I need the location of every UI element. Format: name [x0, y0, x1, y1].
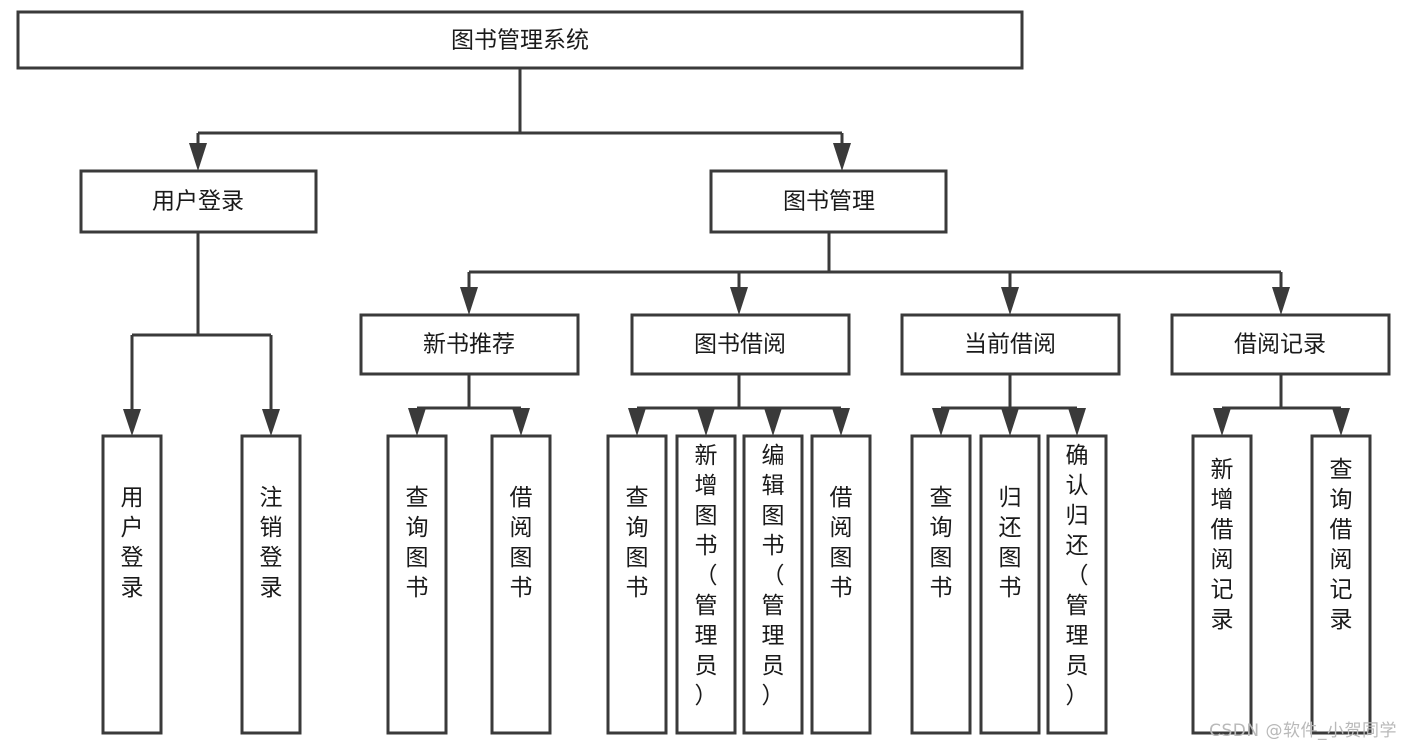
arrow-head-icon: [1068, 408, 1086, 436]
arrow-head-icon: [1332, 408, 1350, 436]
node-leaf-add-record-label: 新增借阅记录: [1211, 457, 1234, 633]
node-leaf-add-book[interactable]: 新增图书（管理员）: [675, 434, 737, 735]
node-current-borrow-label: 当前借阅: [964, 332, 1056, 358]
node-new-book-rec[interactable]: 新书推荐: [359, 313, 580, 376]
node-leaf-edit-book[interactable]: 编辑图书（管理员）: [742, 434, 804, 735]
watermark: CSDN @软件_小贺同学: [1209, 721, 1397, 741]
node-book-borrow[interactable]: 图书借阅: [630, 313, 851, 376]
node-leaf-borrow-book-2-box[interactable]: [810, 434, 872, 735]
node-current-borrow[interactable]: 当前借阅: [900, 313, 1121, 376]
node-leaf-borrow-book-1-label: 借阅图书: [510, 485, 533, 601]
arrow-head-icon: [932, 408, 950, 436]
node-leaf-user-logout[interactable]: 注销登录: [240, 434, 302, 735]
node-borrow-record-box[interactable]: [1170, 313, 1391, 376]
node-leaf-query-book-2[interactable]: 查询图书: [606, 434, 668, 735]
node-leaf-add-record-box[interactable]: [1191, 434, 1253, 735]
node-leaf-borrow-book-2[interactable]: 借阅图书: [810, 434, 872, 735]
node-root-box[interactable]: [16, 10, 1024, 70]
node-leaf-query-record[interactable]: 查询借阅记录: [1310, 434, 1372, 735]
node-leaf-return-book-label: 归还图书: [999, 485, 1022, 601]
node-leaf-query-book-1-label: 查询图书: [406, 485, 429, 601]
node-leaf-user-logout-box[interactable]: [240, 434, 302, 735]
node-leaf-add-book-label: 新增图书（管理员）: [695, 443, 718, 709]
arrow-head-icon: [697, 408, 715, 436]
node-current-borrow-box[interactable]: [900, 313, 1121, 376]
node-leaf-confirm-return-label: 确认归还（管理员）: [1066, 443, 1089, 709]
node-root-label: 图书管理系统: [451, 28, 589, 54]
node-book-manage[interactable]: 图书管理: [709, 169, 948, 234]
node-leaf-confirm-return-box[interactable]: [1046, 434, 1108, 735]
arrow-head-icon: [262, 409, 280, 436]
node-leaf-query-book-1-box[interactable]: [386, 434, 448, 735]
arrow-head-icon: [764, 408, 782, 436]
node-user-login[interactable]: 用户登录: [79, 169, 318, 234]
node-leaf-edit-book-label: 编辑图书（管理员）: [762, 443, 785, 709]
arrow-head-icon: [460, 287, 478, 315]
node-user-login-box[interactable]: [79, 169, 318, 234]
node-leaf-query-book-2-label: 查询图书: [626, 485, 649, 601]
node-leaf-user-login-label: 用户登录: [121, 485, 144, 601]
node-leaf-user-login[interactable]: 用户登录: [101, 434, 163, 735]
arrow-head-icon: [833, 143, 851, 171]
node-leaf-borrow-book-2-label: 借阅图书: [830, 485, 853, 601]
node-leaf-borrow-book-1[interactable]: 借阅图书: [490, 434, 552, 735]
node-book-manage-box[interactable]: [709, 169, 948, 234]
node-new-book-rec-box[interactable]: [359, 313, 580, 376]
node-leaf-return-book-box[interactable]: [979, 434, 1041, 735]
node-leaf-confirm-return[interactable]: 确认归还（管理员）: [1046, 434, 1108, 735]
node-leaf-query-record-label: 查询借阅记录: [1330, 457, 1353, 633]
node-book-borrow-label: 图书借阅: [694, 332, 786, 358]
arrow-head-icon: [1001, 408, 1019, 436]
node-leaf-user-login-box[interactable]: [101, 434, 163, 735]
node-leaf-query-book-1[interactable]: 查询图书: [386, 434, 448, 735]
node-leaf-query-book-3[interactable]: 查询图书: [910, 434, 972, 735]
arrow-head-icon: [730, 287, 748, 315]
arrow-head-icon: [123, 409, 141, 436]
node-leaf-query-book-3-box[interactable]: [910, 434, 972, 735]
node-book-borrow-box[interactable]: [630, 313, 851, 376]
arrow-head-icon: [1213, 408, 1231, 436]
node-new-book-rec-label: 新书推荐: [423, 332, 515, 358]
arrow-head-icon: [189, 143, 207, 171]
node-borrow-record[interactable]: 借阅记录: [1170, 313, 1391, 376]
node-root[interactable]: 图书管理系统: [16, 10, 1024, 70]
connector-layer: [123, 68, 1350, 436]
arrow-head-icon: [1001, 287, 1019, 315]
arrow-head-icon: [628, 408, 646, 436]
node-leaf-user-logout-label: 注销登录: [260, 485, 283, 601]
arrow-head-icon: [832, 408, 850, 436]
arrow-head-icon: [512, 408, 530, 436]
node-leaf-query-record-box[interactable]: [1310, 434, 1372, 735]
node-book-manage-label: 图书管理: [783, 189, 875, 215]
leaf-nodes-layer: 用户登录 注销登录 查询图书 借阅图书 查询图书 新增图书（管理员）: [101, 434, 1372, 735]
node-leaf-add-record[interactable]: 新增借阅记录: [1191, 434, 1253, 735]
node-leaf-query-book-2-box[interactable]: [606, 434, 668, 735]
arrow-head-icon: [408, 408, 426, 436]
node-leaf-add-book-box[interactable]: [675, 434, 737, 735]
node-borrow-record-label: 借阅记录: [1234, 332, 1326, 358]
arrow-head-icon: [1272, 287, 1290, 315]
node-user-login-label: 用户登录: [152, 189, 244, 215]
node-leaf-edit-book-box[interactable]: [742, 434, 804, 735]
node-leaf-borrow-book-1-box[interactable]: [490, 434, 552, 735]
node-leaf-return-book[interactable]: 归还图书: [979, 434, 1041, 735]
node-leaf-query-book-3-label: 查询图书: [930, 485, 953, 601]
